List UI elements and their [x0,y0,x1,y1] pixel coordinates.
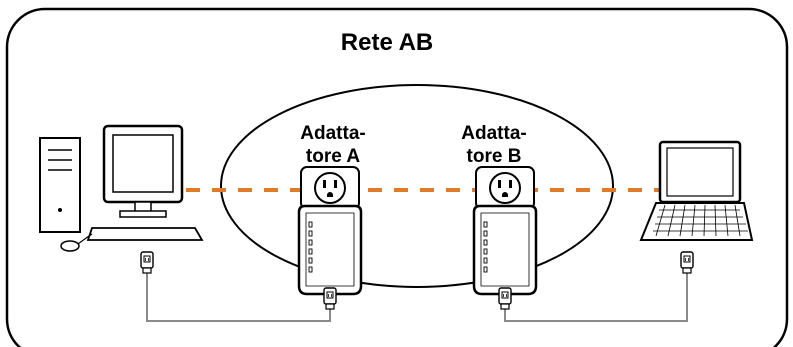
adapter-a-label-line1: Adatta- [300,123,365,144]
cable-right [504,272,688,322]
ethernet-plug-icon [140,251,154,274]
adapter-group-ellipse [220,84,614,288]
desktop-computer-icon [39,124,204,252]
network-title: Rete AB [341,29,433,56]
adapter-b: Adatta- tore B [461,123,538,296]
adapter-b-label-line2: tore B [467,146,522,167]
adapter-a: Adatta- tore A [297,123,366,296]
ethernet-plug-icon [323,287,337,310]
powerline-adapter-icon [297,165,363,296]
ethernet-plug-icon [680,251,694,274]
powerline-adapter-icon [472,165,538,296]
cable-left [146,272,331,322]
laptop-icon [639,140,754,241]
network-frame [5,7,789,347]
ethernet-plug-icon [498,287,512,310]
adapter-b-label-line1: Adatta- [461,123,526,144]
adapter-a-label-line2: tore A [306,146,360,167]
ethernet-cables [146,272,688,322]
